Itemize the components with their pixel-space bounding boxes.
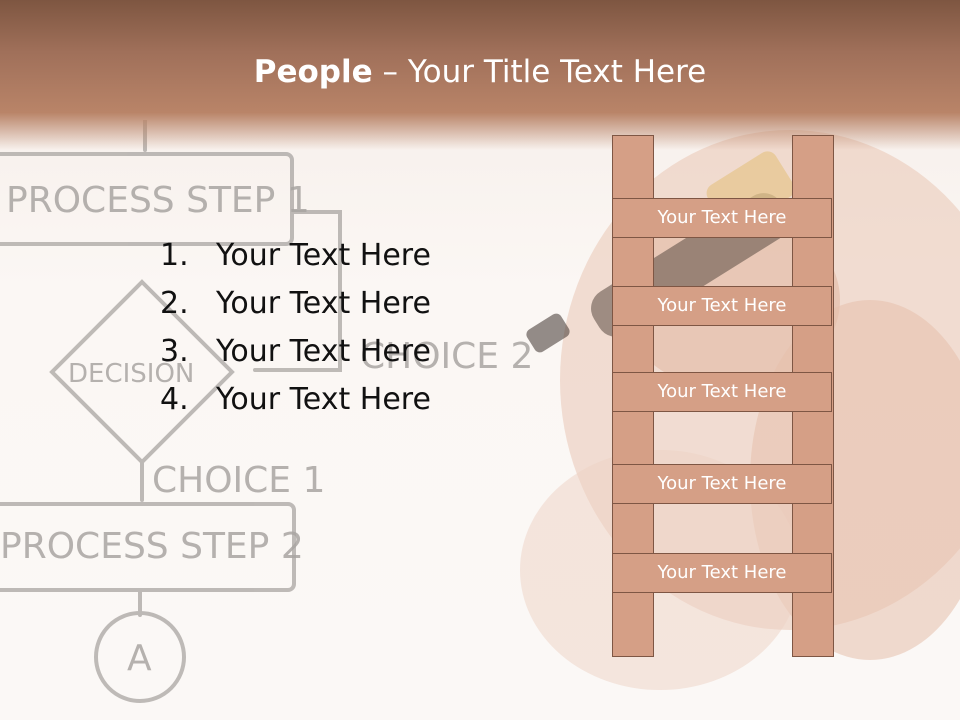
ladder-rung: Your Text Here: [612, 198, 832, 238]
flow-step1-label: PROCESS STEP 1: [6, 180, 310, 221]
list-number: 1.: [160, 238, 189, 273]
list-number: 4.: [160, 382, 189, 417]
slide-title: People – Your Title Text Here: [0, 54, 960, 90]
ladder-rung: Your Text Here: [612, 372, 832, 412]
ladder-rung: Your Text Here: [612, 286, 832, 326]
list-number: 2.: [160, 286, 189, 321]
list-text: Your Text Here: [216, 238, 431, 273]
list-item: 3. Your Text Here: [160, 328, 431, 376]
list-text: Your Text Here: [216, 334, 431, 369]
flow-step2-label: PROCESS STEP 2: [0, 526, 304, 567]
flow-choice2-label: CHOICE 2: [360, 336, 533, 377]
title-bold: People: [253, 54, 373, 90]
list-item: 1. Your Text Here: [160, 232, 431, 280]
list-number: 3.: [160, 334, 189, 369]
flow-decision-label: DECISION: [68, 359, 194, 389]
list-text: Your Text Here: [216, 286, 431, 321]
title-rest: – Your Title Text Here: [372, 54, 707, 90]
flowchart-sketch: PROCESS STEP 1 DECISION CHOICE 2 CHOICE …: [0, 120, 533, 703]
ladder-rung: Your Text Here: [612, 464, 832, 504]
flow-choice1-label: CHOICE 1: [152, 460, 325, 501]
list-text: Your Text Here: [216, 382, 431, 417]
flow-connector-label: A: [127, 638, 152, 679]
list-item: 2. Your Text Here: [160, 280, 431, 328]
title-banner: [0, 0, 960, 150]
ladder-rung: Your Text Here: [612, 553, 832, 593]
list-item: 4. Your Text Here: [160, 376, 431, 424]
numbered-list: 1. Your Text Here 2. Your Text Here 3. Your…: [160, 232, 431, 424]
ladder-graphic: Your Text Here Your Text Here Your Text …: [612, 135, 834, 657]
